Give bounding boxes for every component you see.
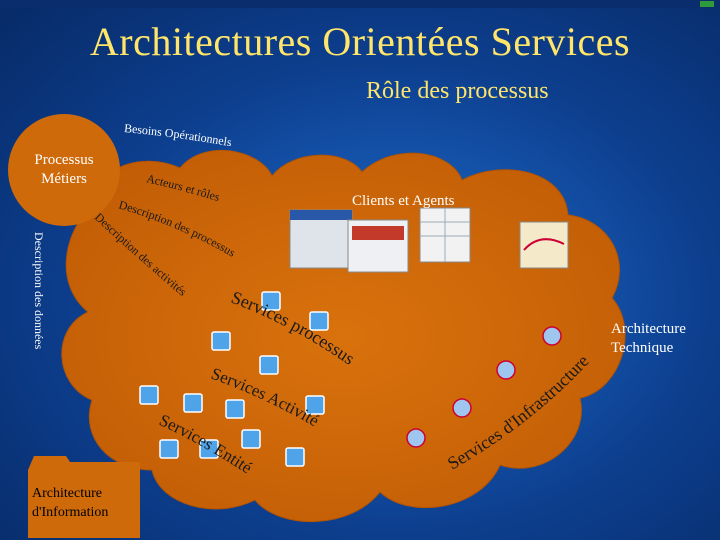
clients-screenshot-4	[519, 221, 569, 269]
architecture-information-label: Architecture d'Information	[32, 486, 109, 520]
description-donnees-label: Description des données	[32, 232, 46, 350]
corner-accent	[700, 1, 714, 7]
orange-cloud	[61, 149, 626, 523]
architecture-technique-label: Architecture Technique	[611, 321, 686, 356]
label-besoins: Besoins Opérationnels	[124, 121, 234, 149]
clients-screenshot-2-banner	[352, 226, 404, 240]
clients-agents-label: Clients et Agents	[352, 193, 455, 209]
slide-subtitle: Rôle des processus	[366, 78, 549, 104]
slide-title: Architectures Orientées Services	[89, 19, 631, 64]
processus-metiers-label: Processus Métiers	[34, 152, 94, 187]
top-bar	[0, 0, 720, 8]
architecture-information-box	[28, 456, 140, 538]
clients-screenshot-1-header	[290, 210, 352, 220]
service-components	[139, 291, 329, 467]
infrastructure-components	[406, 326, 562, 448]
processus-metiers-circle	[8, 114, 120, 226]
clients-map-route	[523, 238, 565, 251]
